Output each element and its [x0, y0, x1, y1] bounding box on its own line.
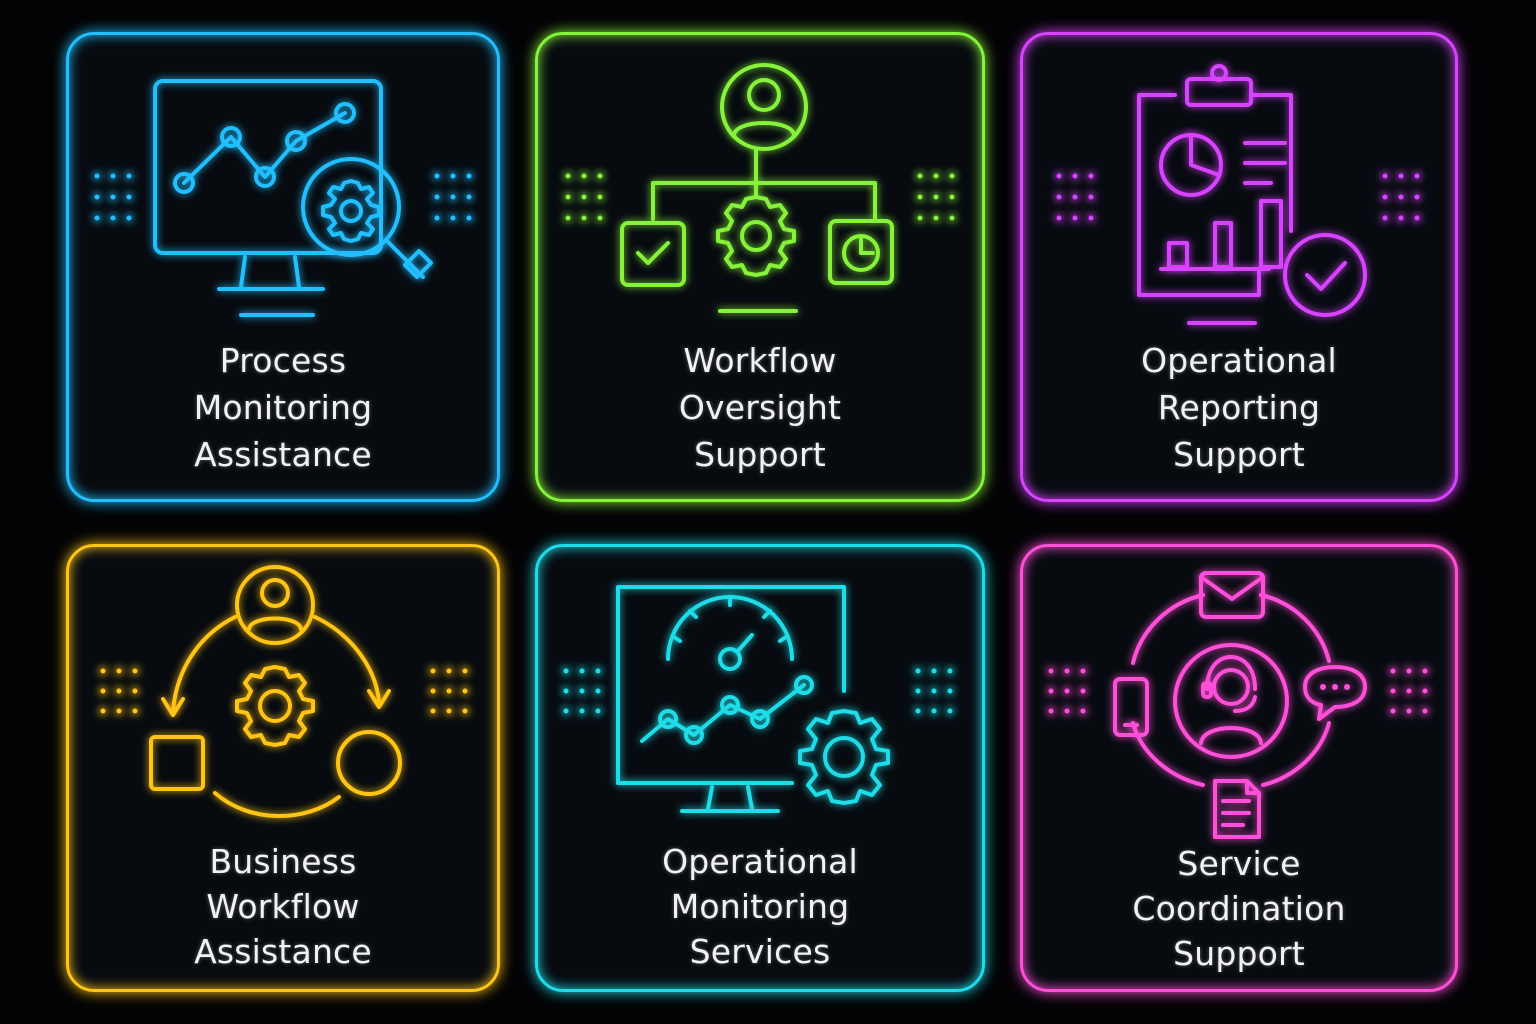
user-gear-cycle-icon [100, 565, 468, 818]
card-workflow-oversight[interactable]: Workflow Oversight Support [535, 32, 985, 502]
card-operational-reporting[interactable]: Operational Reporting Support [1020, 32, 1458, 502]
card-process-monitoring[interactable]: Process Monitoring Assistance [66, 32, 500, 502]
card-title: Service Coordination Support [1132, 844, 1346, 973]
card-title: Business Workflow Assistance [194, 842, 372, 971]
card-operational-monitoring[interactable]: Operational Monitoring Services [535, 544, 985, 992]
card-title: Workflow Oversight Support [678, 341, 842, 474]
card-business-workflow[interactable]: Business Workflow Assistance [66, 544, 500, 992]
card-title: Operational Reporting Support [1141, 341, 1337, 474]
monitor-gauge-gear-icon [563, 585, 953, 813]
dots-left [94, 173, 132, 221]
monitor-chart-magnifier-gear-icon [94, 79, 472, 317]
user-gear-workflow-icon [565, 63, 955, 313]
clipboard-report-check-icon [1056, 64, 1420, 325]
support-agent-hub-icon [1048, 571, 1428, 839]
card-title: Process Monitoring Assistance [193, 341, 373, 474]
card-title: Operational Monitoring Services [662, 842, 858, 971]
card-service-coordination[interactable]: Service Coordination Support [1020, 544, 1458, 992]
dots-right [434, 173, 472, 221]
